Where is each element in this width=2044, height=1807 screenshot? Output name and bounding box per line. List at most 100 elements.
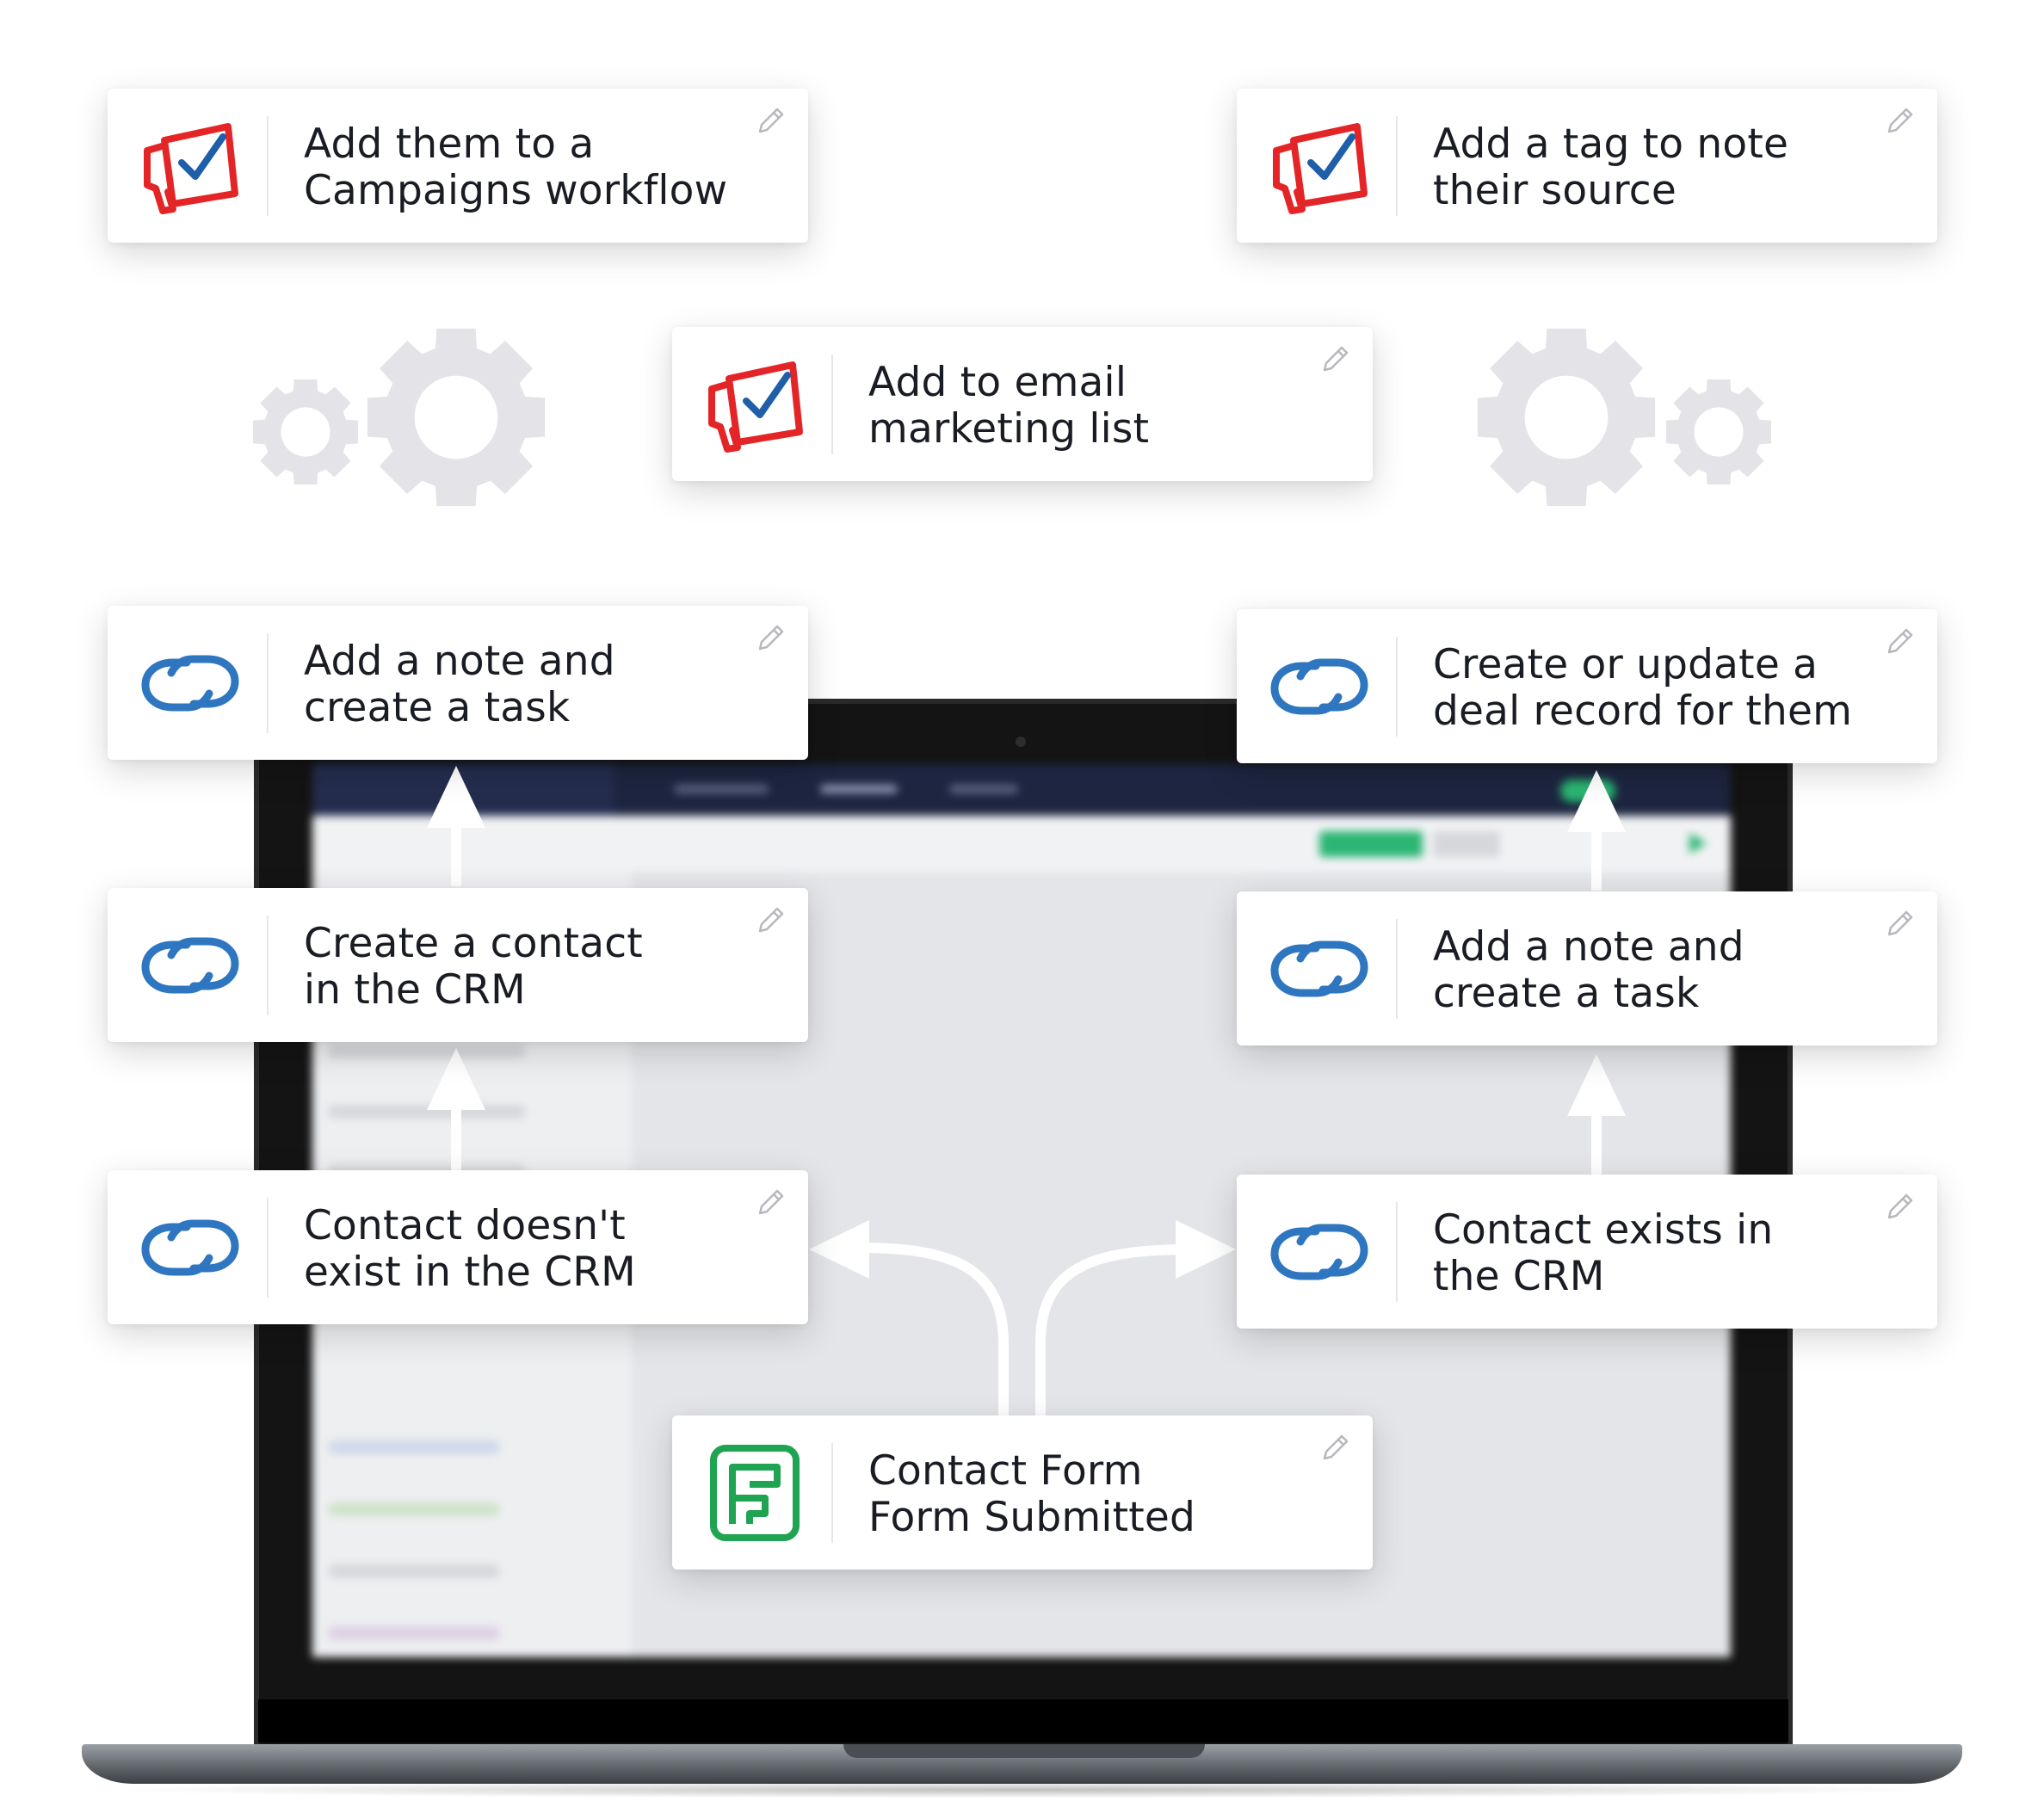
card-divider [1396,116,1398,216]
card-label: Add them to a Campaigns workflow [304,121,769,214]
pencil-edit-icon[interactable] [1319,1433,1350,1464]
campaigns-megaphone-icon [703,353,806,456]
card-deal-record[interactable]: Create or update a deal record for them [1237,609,1937,763]
campaigns-megaphone-icon [139,114,242,218]
gear-icon-small-left [250,376,361,488]
gear-icon-small-right [1663,376,1775,488]
card-divider [1396,919,1398,1019]
card-label-line: exist in the CRM [304,1249,636,1296]
crm-link-icon [1268,1200,1371,1304]
card-form-submitted[interactable]: Contact Form Form Submitted [672,1415,1373,1570]
card-label-line: Add them to a [304,120,595,168]
gear-icon-large-left [361,323,551,512]
arrowhead [1567,1054,1626,1116]
laptop-shadow [103,1781,1941,1798]
screen-tab [949,785,1018,793]
pencil-edit-icon[interactable] [755,905,786,936]
card-label-line: Add a tag to note [1433,120,1789,168]
card-divider [1396,1202,1398,1302]
card-divider [267,633,269,733]
card-label-line: Contact exists in [1433,1206,1774,1254]
connector-email-to-campaigns [860,157,1003,327]
card-label: Add a tag to note their source [1433,121,1898,214]
screen-grey-button [1433,831,1500,857]
card-label-line: their source [1433,167,1677,214]
pencil-edit-icon[interactable] [1319,344,1350,375]
pencil-edit-icon[interactable] [1884,626,1915,657]
card-contact-not-exist[interactable]: Contact doesn't exist in the CRM [108,1170,808,1324]
campaigns-megaphone-icon [1268,114,1371,218]
screen-green-button [1319,831,1423,857]
card-label-line: the CRM [1433,1253,1605,1300]
screen-sidebar-row [328,1564,500,1578]
card-label: Create a contact in the CRM [304,921,769,1014]
arrowhead [809,133,869,191]
connector-email-to-tag [1032,157,1193,327]
card-note-task-right[interactable]: Add a note and create a task [1237,891,1937,1045]
card-label: Contact doesn't exist in the CRM [304,1203,769,1296]
arrowhead [1176,1220,1236,1279]
pencil-edit-icon[interactable] [755,106,786,137]
connector-note-left-to-email [806,533,999,687]
card-label-line: Add a note and [304,638,615,685]
card-label: Contact Form Form Submitted [868,1448,1333,1541]
screen-sidebar-row [328,1626,500,1640]
arrowhead [1025,489,1084,551]
card-label-line: deal record for them [1433,688,1853,735]
screen-sidebar-row [328,1045,526,1058]
card-email-list[interactable]: Add to email marketing list [672,327,1373,481]
card-contact-exists[interactable]: Contact exists in the CRM [1237,1175,1937,1329]
crm-link-icon [1268,635,1371,738]
crm-link-icon [139,914,242,1017]
connector-deal-to-email [1049,533,1238,689]
card-divider [267,1198,269,1298]
arrowhead [427,766,485,828]
card-label-line: Create a contact [304,920,643,967]
card-label: Contact exists in the CRM [1433,1207,1898,1300]
card-divider [831,355,833,454]
screen-sidebar-row [328,1440,500,1454]
arrowhead [1567,770,1626,832]
arrowhead [809,1220,869,1279]
card-label-line: Campaigns workflow [304,167,728,214]
card-label-line: Add to email [868,359,1127,406]
pencil-edit-icon[interactable] [755,623,786,654]
card-divider [1396,637,1398,737]
card-create-contact[interactable]: Create a contact in the CRM [108,888,808,1042]
screen-play-icon [1689,833,1707,854]
card-tag-source[interactable]: Add a tag to note their source [1237,89,1937,243]
crm-link-icon [139,1196,242,1299]
connector-form-to-not-exist [860,1243,1009,1420]
card-label-line: Create or update a [1433,641,1819,688]
arrowhead [965,489,1023,551]
card-label-line: Form Submitted [868,1494,1196,1541]
card-divider [267,916,269,1015]
crm-link-icon [139,632,242,735]
laptop-camera [1016,737,1026,747]
card-label-line: create a task [304,684,571,731]
card-label-line: marketing list [868,405,1150,453]
pencil-edit-icon[interactable] [1884,1192,1915,1223]
card-campaigns-workflow[interactable]: Add them to a Campaigns workflow [108,89,808,243]
card-label-line: Add a note and [1433,923,1745,971]
pencil-edit-icon[interactable] [1884,106,1915,137]
card-note-task-left[interactable]: Add a note and create a task [108,606,808,760]
card-label: Create or update a deal record for them [1433,642,1898,735]
card-label: Add a note and create a task [1433,924,1898,1017]
screen-tab [674,785,769,793]
crm-link-icon [1268,917,1371,1021]
forms-icon [703,1441,806,1545]
card-label-line: in the CRM [304,966,526,1014]
pencil-edit-icon[interactable] [755,1187,786,1218]
pencil-edit-icon[interactable] [1884,909,1915,940]
laptop-notch [843,1744,1205,1758]
card-label-line: Contact doesn't [304,1202,626,1249]
card-label-line: create a task [1433,970,1700,1017]
connector-form-to-exists [1035,1244,1193,1420]
screen-tab [820,785,898,793]
arrowhead [1176,133,1236,191]
card-label: Add a note and create a task [304,638,769,731]
screen-sidebar-row [328,1502,500,1516]
